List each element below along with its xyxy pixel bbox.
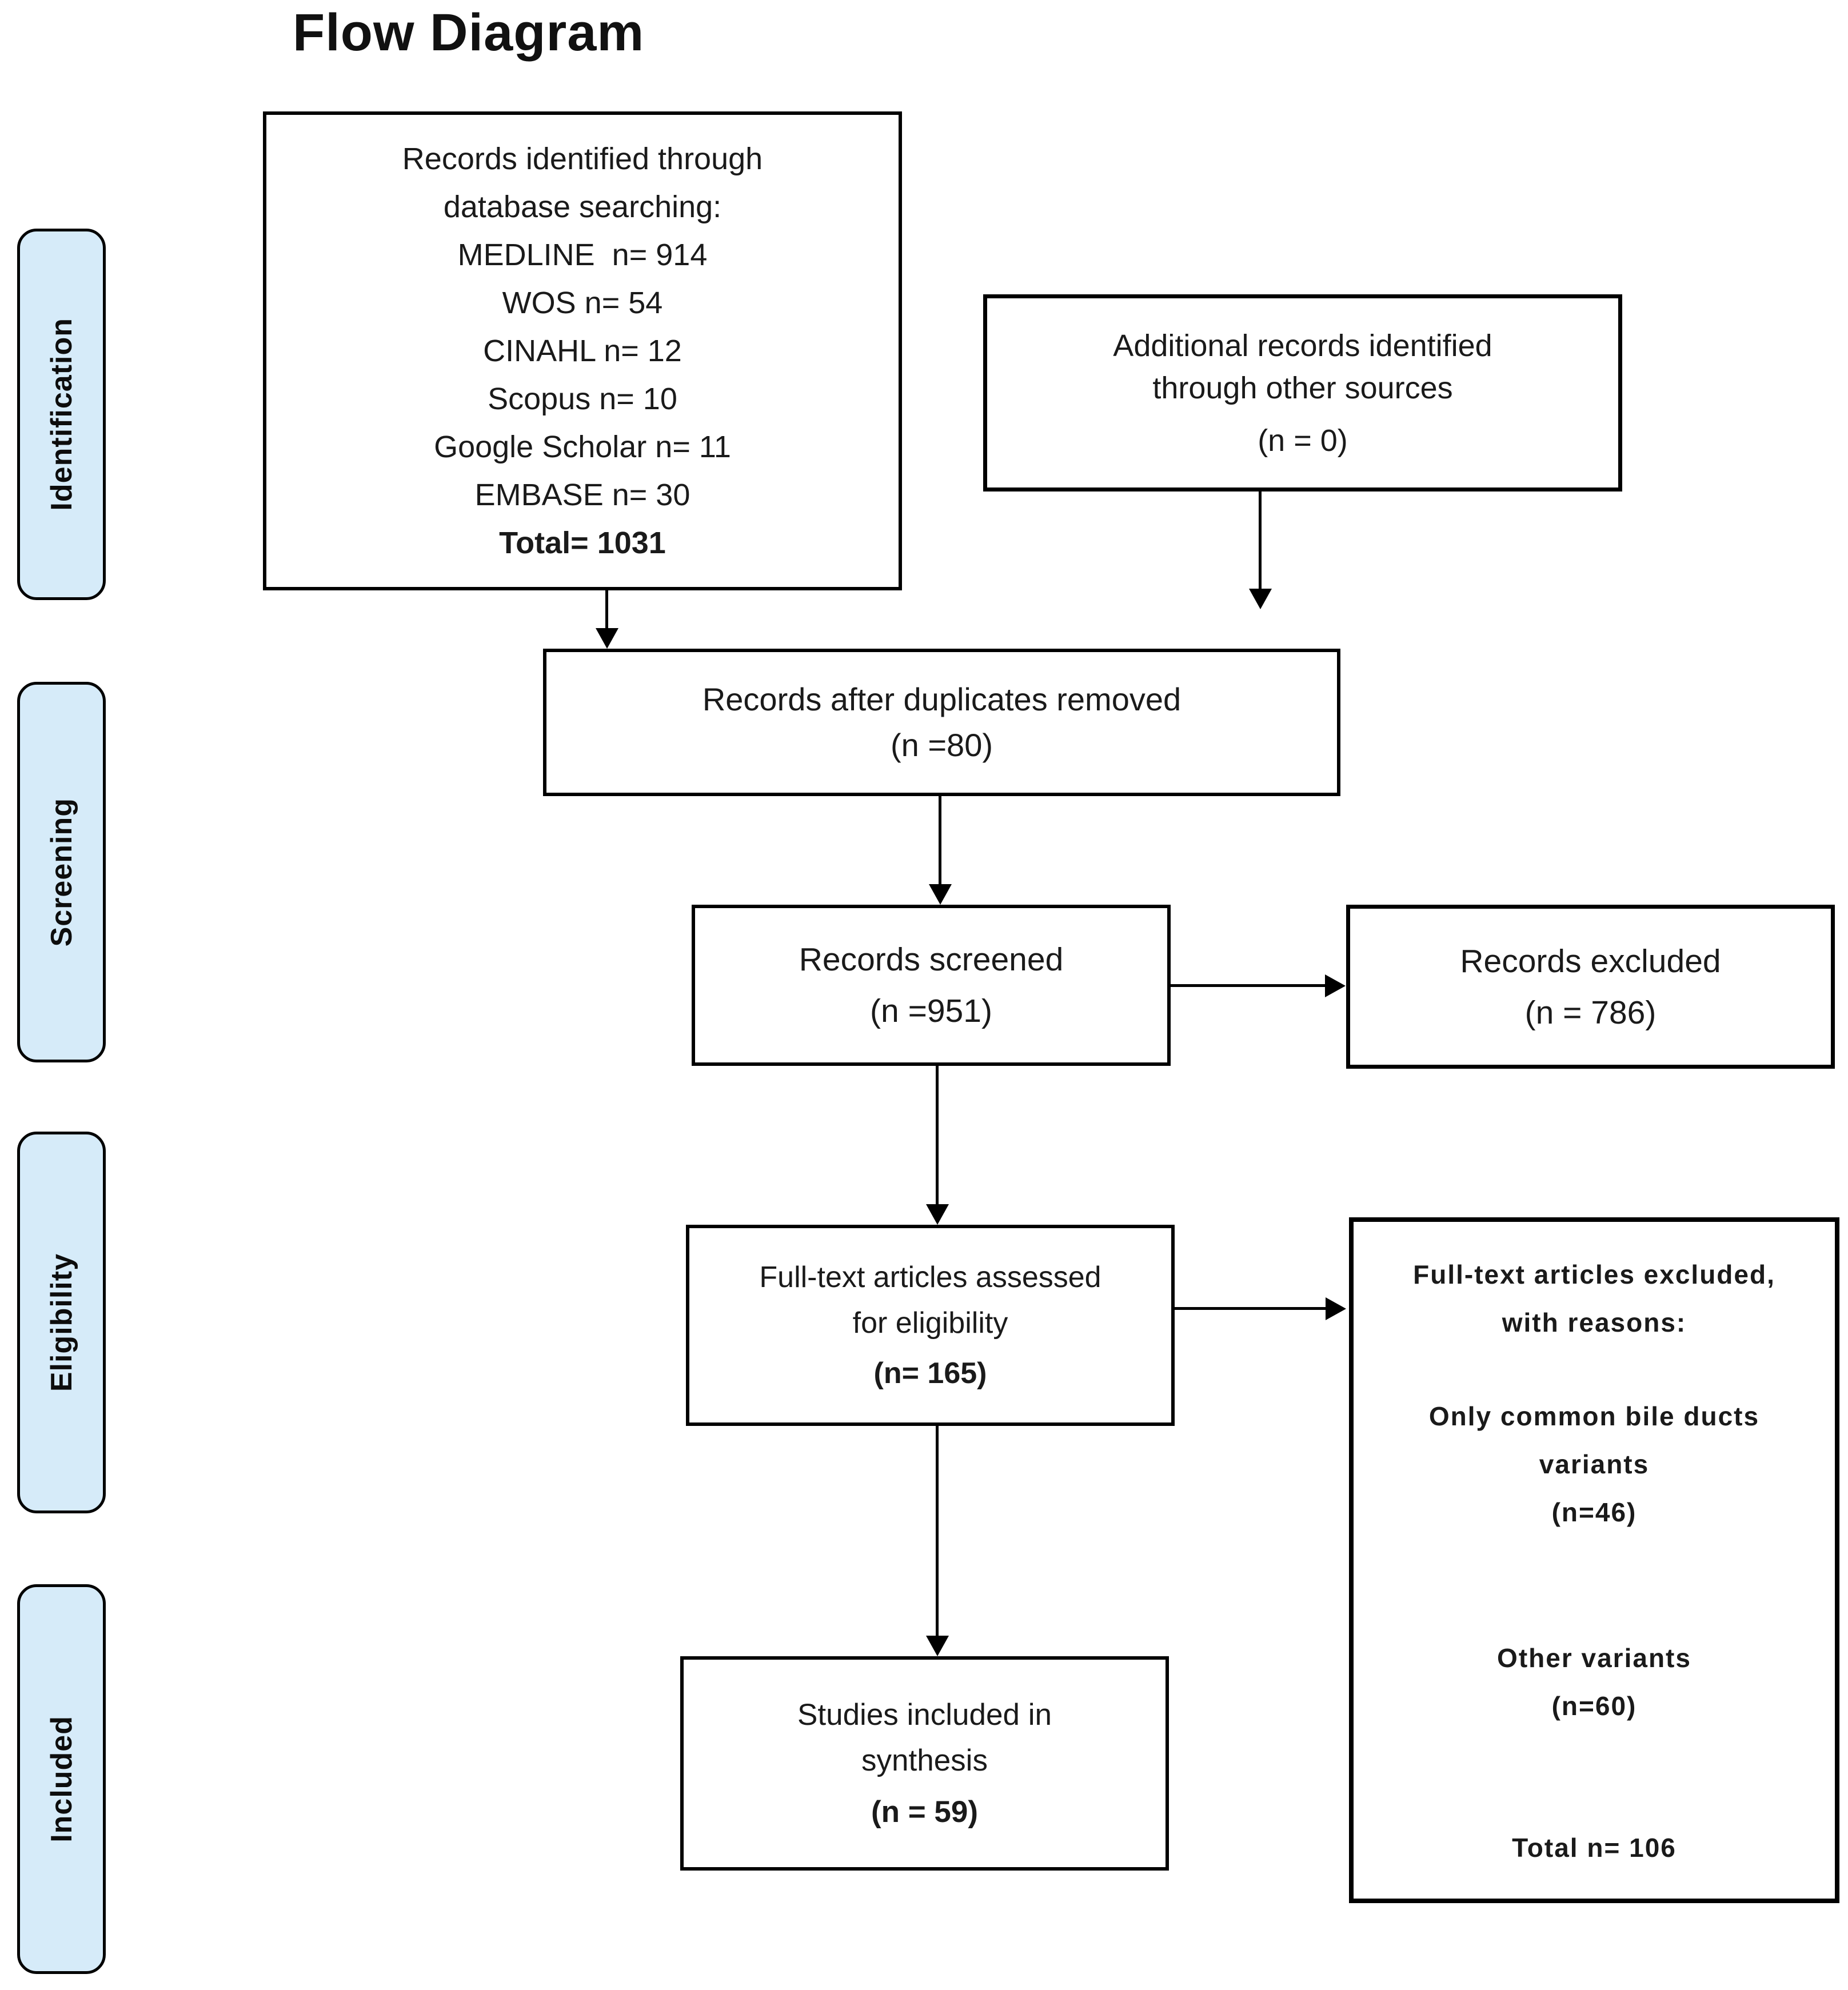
text-line: Records excluded [1460, 942, 1721, 980]
text-line: Other variants [1497, 1643, 1691, 1673]
text-line: MEDLINE n= 914 [457, 238, 708, 272]
stage-identification-label: Identification [45, 318, 78, 511]
text-line: CINAHL n= 12 [483, 334, 682, 368]
arrow-additional-to-duplicates-head [1249, 589, 1272, 609]
stage-eligibility-label: Eligibility [45, 1253, 78, 1392]
arrow-fulltext-to-excluded-line [1175, 1307, 1326, 1310]
text-line: Studies included in [797, 1697, 1052, 1732]
stage-screening: Screening [17, 682, 106, 1062]
text-line: Google Scholar n= 11 [434, 430, 731, 464]
text-line: (n = 0) [1258, 423, 1348, 458]
arrow-fulltext-to-excluded-head [1326, 1297, 1346, 1320]
text-line: Total= 1031 [499, 526, 666, 560]
arrow-screened-to-fulltext-line [936, 1066, 939, 1204]
stage-screening-label: Screening [45, 797, 78, 947]
text-line: for eligibility [852, 1306, 1008, 1340]
text-line: variants [1539, 1449, 1650, 1479]
text-line: Scopus n= 10 [488, 382, 677, 416]
text-line: Records after duplicates removed [702, 681, 1182, 717]
text-line: synthesis [861, 1743, 988, 1777]
arrow-screened-to-excluded-head [1325, 974, 1346, 997]
text-line: (n=60) [1551, 1691, 1637, 1721]
arrow-additional-to-duplicates-line [1259, 491, 1262, 589]
text-line: through other sources [1152, 370, 1453, 405]
text-line: (n = 59) [871, 1795, 979, 1829]
arrow-screened-to-fulltext-head [926, 1204, 949, 1225]
node-fulltext-excluded: Full-text articles excluded, with reasons… [1349, 1217, 1839, 1903]
arrow-identified-to-duplicates-line [605, 590, 608, 628]
text-line: Additional records identified [1113, 328, 1492, 363]
text-line: (n =951) [870, 993, 992, 1029]
arrow-duplicates-to-screened-head [929, 884, 952, 905]
text-line: WOS n= 54 [502, 286, 663, 320]
text-line: Full-text articles assessed [759, 1261, 1101, 1294]
text-line: Records screened [799, 941, 1064, 978]
stage-included: Included [17, 1584, 106, 1974]
node-records-identified: Records identified through database searc… [263, 111, 902, 590]
arrow-identified-to-duplicates-head [596, 628, 618, 649]
page-title: Flow Diagram [293, 3, 645, 62]
text-line: (n= 165) [873, 1357, 987, 1390]
arrow-screened-to-excluded-line [1171, 984, 1325, 987]
arrow-fulltext-to-included-head [926, 1636, 949, 1656]
arrow-fulltext-to-included-line [936, 1426, 939, 1636]
text-line: (n =80) [891, 727, 993, 763]
node-additional-records: Additional records identified through oth… [983, 294, 1622, 491]
node-records-excluded: Records excluded (n = 786) [1346, 905, 1835, 1069]
node-duplicates-removed: Records after duplicates removed (n =80) [543, 649, 1340, 796]
text-line: Only common bile ducts [1428, 1401, 1760, 1431]
node-records-screened: Records screened (n =951) [692, 905, 1171, 1066]
text-line: database searching: [443, 190, 722, 224]
text-line: with reasons: [1502, 1308, 1687, 1337]
node-fulltext-assessed: Full-text articles assessed for eligibili… [686, 1225, 1175, 1426]
stage-identification: Identification [17, 229, 106, 600]
node-studies-included: Studies included in synthesis (n = 59) [680, 1656, 1169, 1871]
text-line: (n=46) [1551, 1497, 1637, 1527]
text-line: Full-text articles excluded, [1413, 1260, 1775, 1289]
text-line: EMBASE n= 30 [474, 478, 690, 512]
arrow-duplicates-to-screened-line [939, 796, 941, 884]
text-line: (n = 786) [1524, 994, 1657, 1031]
text-line: Records identified through [402, 142, 763, 176]
stage-eligibility: Eligibility [17, 1132, 106, 1513]
stage-included-label: Included [45, 1716, 78, 1843]
text-line: Total n= 106 [1512, 1833, 1677, 1863]
